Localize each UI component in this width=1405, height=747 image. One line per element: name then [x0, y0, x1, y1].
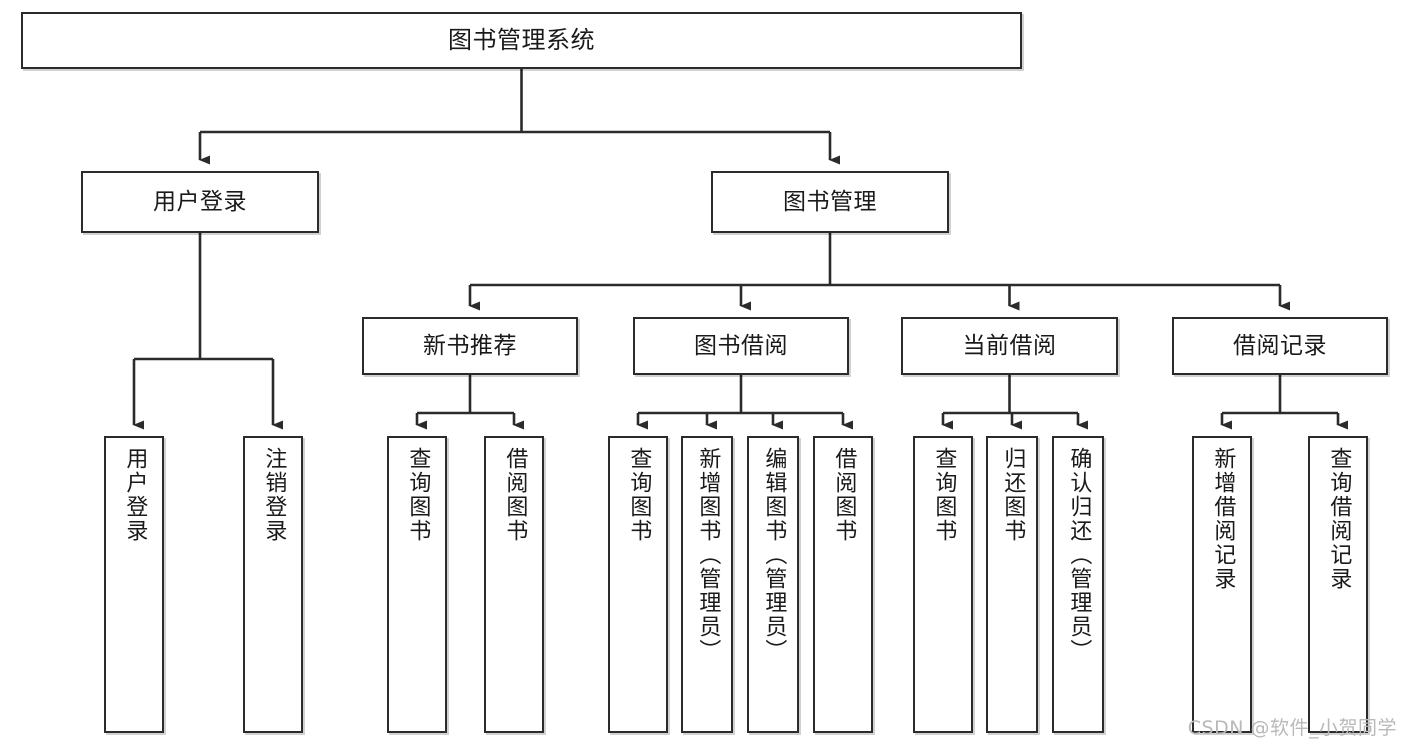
- node-leaf-query-book-1-label: 查询图书: [405, 447, 431, 543]
- node-leaf-query-record[interactable]: 查询借阅记录: [1308, 436, 1368, 733]
- node-book-manage-label: 图书管理: [783, 188, 877, 215]
- node-leaf-return-book-label: 归还图书: [1000, 447, 1026, 543]
- node-leaf-borrow-book-2-label: 借阅图书: [831, 447, 857, 543]
- node-leaf-query-book-1[interactable]: 查询图书: [387, 436, 447, 733]
- node-new-book-rec-label: 新书推荐: [423, 332, 517, 359]
- node-current-borrow[interactable]: 当前借阅: [901, 317, 1118, 375]
- node-leaf-add-record[interactable]: 新增借阅记录: [1192, 436, 1252, 733]
- node-leaf-user-login-label: 用户登录: [122, 447, 148, 543]
- node-book-manage[interactable]: 图书管理: [711, 171, 949, 233]
- node-leaf-confirm-return-label: 确认归还（管理员）: [1066, 447, 1092, 663]
- node-leaf-query-book-2[interactable]: 查询图书: [608, 436, 668, 733]
- node-leaf-borrow-book-1[interactable]: 借阅图书: [484, 436, 544, 733]
- node-book-borrow-label: 图书借阅: [694, 332, 788, 359]
- node-leaf-query-book-3[interactable]: 查询图书: [913, 436, 973, 733]
- node-root[interactable]: 图书管理系统: [21, 12, 1022, 69]
- node-borrow-record-label: 借阅记录: [1233, 332, 1327, 359]
- node-borrow-record[interactable]: 借阅记录: [1172, 317, 1388, 375]
- node-leaf-query-book-2-label: 查询图书: [626, 447, 652, 543]
- node-user-login-label: 用户登录: [153, 188, 247, 215]
- node-leaf-query-book-3-label: 查询图书: [931, 447, 957, 543]
- node-leaf-return-book[interactable]: 归还图书: [986, 436, 1038, 733]
- csdn-watermark: CSDN @软件_小贺同学: [1187, 717, 1397, 739]
- node-leaf-edit-book[interactable]: 编辑图书（管理员）: [747, 436, 799, 733]
- node-leaf-borrow-book-2[interactable]: 借阅图书: [813, 436, 873, 733]
- node-leaf-confirm-return[interactable]: 确认归还（管理员）: [1052, 436, 1104, 733]
- node-leaf-borrow-book-1-label: 借阅图书: [502, 447, 528, 543]
- node-new-book-rec[interactable]: 新书推荐: [362, 317, 578, 375]
- node-user-login[interactable]: 用户登录: [81, 171, 319, 233]
- node-leaf-edit-book-label: 编辑图书（管理员）: [761, 447, 787, 663]
- node-book-borrow[interactable]: 图书借阅: [633, 317, 849, 375]
- node-current-borrow-label: 当前借阅: [962, 332, 1057, 359]
- node-leaf-user-login[interactable]: 用户登录: [104, 436, 164, 733]
- node-root-label: 图书管理系统: [448, 25, 595, 54]
- node-leaf-add-record-label: 新增借阅记录: [1210, 447, 1236, 591]
- node-leaf-user-logout-label: 注销登录: [261, 447, 287, 543]
- node-leaf-query-record-label: 查询借阅记录: [1326, 447, 1352, 591]
- node-leaf-add-book[interactable]: 新增图书（管理员）: [681, 436, 733, 733]
- node-leaf-user-logout[interactable]: 注销登录: [243, 436, 303, 733]
- node-leaf-add-book-label: 新增图书（管理员）: [695, 447, 721, 663]
